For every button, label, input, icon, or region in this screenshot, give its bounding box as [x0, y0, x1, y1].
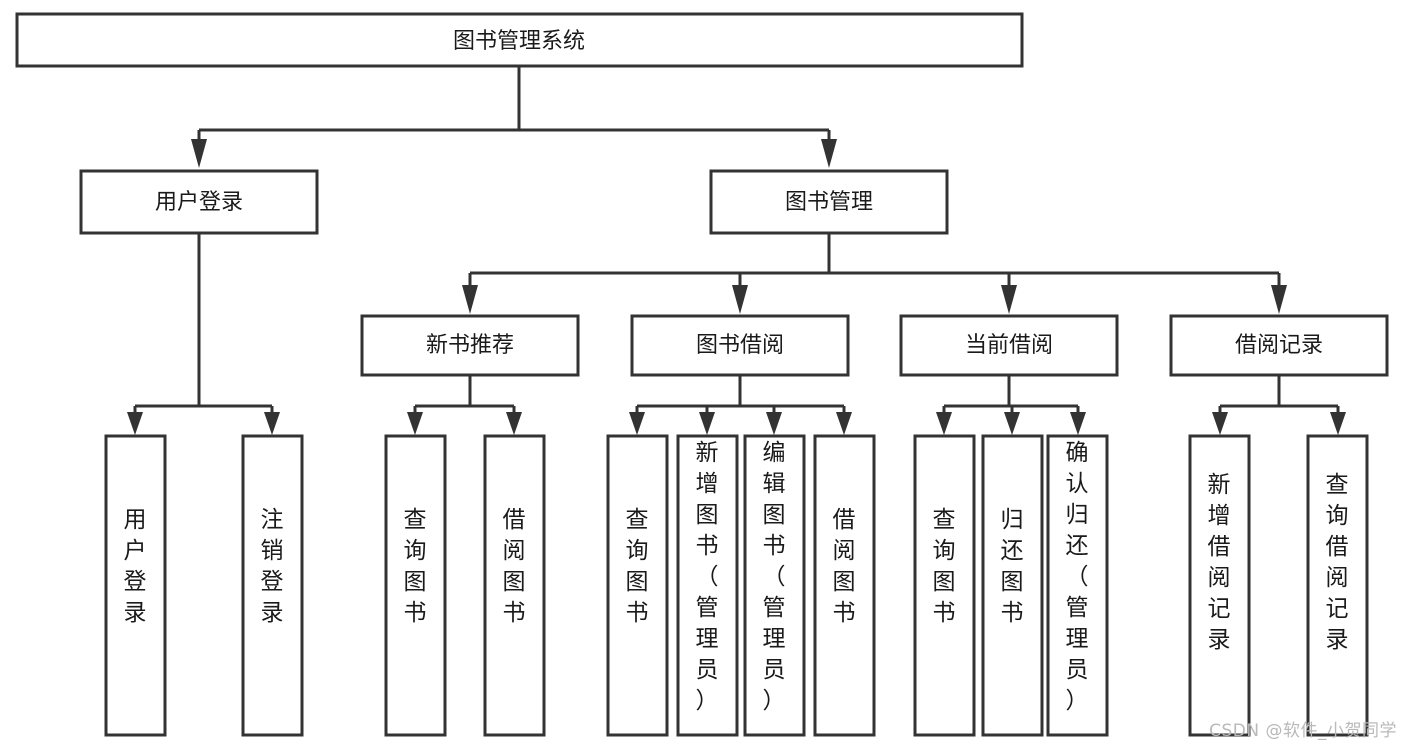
- leaf-node-query-book-current[interactable]: 查询图书: [913, 434, 976, 737]
- node-box: [630, 314, 850, 377]
- node-root-system[interactable]: 图书管理系统: [15, 12, 1024, 68]
- node-label: 图书管理系统: [453, 29, 585, 54]
- node-label: 借阅图书: [833, 507, 856, 626]
- node-box: [241, 434, 304, 737]
- node-current-borrow[interactable]: 当前借阅: [899, 314, 1119, 377]
- node-box: [384, 434, 447, 737]
- node-book-management[interactable]: 图书管理: [709, 169, 949, 235]
- leaf-node-user-login[interactable]: 用户登录: [104, 434, 167, 737]
- arrow-head-icon: [1004, 412, 1020, 435]
- node-label: 查询图书: [933, 507, 956, 626]
- node-box: [1188, 434, 1251, 737]
- leaf-node-confirm-return-admin[interactable]: 确认归还（管理员）: [1046, 434, 1109, 737]
- leaf-node-add-borrow-record[interactable]: 新增借阅记录: [1188, 434, 1251, 737]
- arrow-head-icon: [1070, 412, 1086, 435]
- arrow-head-icon: [127, 412, 143, 435]
- leaf-node-add-book-admin[interactable]: 新增图书（管理员）: [676, 434, 739, 737]
- arrow-head-icon: [821, 139, 837, 168]
- arrow-head-icon: [407, 412, 423, 435]
- arrow-head-icon: [936, 412, 952, 435]
- arrow-head-icon: [462, 285, 478, 314]
- node-label: 查询图书: [404, 507, 427, 626]
- arrow-head-icon: [506, 412, 522, 435]
- connector-new-book-to-leaves: [407, 376, 522, 435]
- leaf-node-logout[interactable]: 注销登录: [241, 434, 304, 737]
- connector-root-to-level2: [191, 67, 837, 168]
- arrow-head-icon: [264, 412, 280, 435]
- leaf-node-edit-book-admin[interactable]: 编辑图书（管理员）: [743, 434, 806, 737]
- node-label: 借阅图书: [503, 507, 526, 626]
- node-label: 用户登录: [124, 507, 147, 626]
- node-label: 编辑图书（管理员）: [763, 440, 786, 714]
- arrow-head-icon: [191, 139, 207, 168]
- node-label: 当前借阅: [965, 333, 1053, 358]
- node-label: 注销登录: [261, 507, 284, 626]
- node-box: [743, 434, 806, 737]
- node-box: [981, 434, 1044, 737]
- connector-user-login-to-leaves: [127, 233, 280, 435]
- arrow-head-icon: [629, 412, 645, 435]
- leaf-node-query-borrow-record[interactable]: 查询借阅记录: [1306, 434, 1369, 737]
- leaf-node-query-book-borrow[interactable]: 查询图书: [606, 434, 669, 737]
- node-label: 新增图书（管理员）: [696, 440, 719, 714]
- node-box: [104, 434, 167, 737]
- connector-book-borrow-to-leaves: [629, 376, 852, 435]
- node-label: 确认归还（管理员）: [1066, 440, 1089, 714]
- node-label: 用户登录: [155, 190, 243, 215]
- node-label: 归还图书: [1001, 507, 1024, 626]
- node-label: 新增借阅记录: [1208, 472, 1231, 653]
- node-box: [899, 314, 1119, 377]
- node-box: [360, 314, 580, 377]
- node-label: 图书借阅: [696, 333, 784, 358]
- leaf-node-return-book[interactable]: 归还图书: [981, 434, 1044, 737]
- arrow-head-icon: [1330, 412, 1346, 435]
- node-label: 借阅记录: [1235, 333, 1323, 358]
- leaf-node-query-book-newbook[interactable]: 查询图书: [384, 434, 447, 737]
- connector-borrow-record-to-leaves: [1212, 376, 1346, 435]
- arrow-head-icon: [766, 412, 782, 435]
- node-user-login[interactable]: 用户登录: [79, 169, 319, 235]
- node-box: [709, 169, 949, 235]
- node-box: [606, 434, 669, 737]
- arrow-head-icon: [732, 285, 748, 314]
- node-box: [79, 169, 319, 235]
- arrow-head-icon: [1001, 285, 1017, 314]
- node-borrow-record[interactable]: 借阅记录: [1169, 314, 1389, 377]
- node-box: [676, 434, 739, 737]
- node-label: 新书推荐: [426, 333, 514, 358]
- node-box: [913, 434, 976, 737]
- connector-book-mgmt-to-level3: [462, 233, 1287, 314]
- node-book-borrow[interactable]: 图书借阅: [630, 314, 850, 377]
- arrow-head-icon: [1271, 285, 1287, 314]
- node-box: [1046, 434, 1109, 737]
- node-label: 查询借阅记录: [1326, 472, 1349, 653]
- arrow-head-icon: [836, 412, 852, 435]
- node-box: [15, 12, 1024, 68]
- arrow-head-icon: [699, 412, 715, 435]
- leaf-node-borrow-book[interactable]: 借阅图书: [813, 434, 876, 737]
- arrow-head-icon: [1212, 412, 1228, 435]
- node-box: [483, 434, 546, 737]
- connector-current-borrow-to-leaves: [936, 376, 1086, 435]
- node-label: 图书管理: [785, 190, 873, 215]
- node-box: [1306, 434, 1369, 737]
- node-label: 查询图书: [626, 507, 649, 626]
- node-new-book-recommend[interactable]: 新书推荐: [360, 314, 580, 377]
- node-box: [813, 434, 876, 737]
- leaf-node-borrow-book-newbook[interactable]: 借阅图书: [483, 434, 546, 737]
- node-box: [1169, 314, 1389, 377]
